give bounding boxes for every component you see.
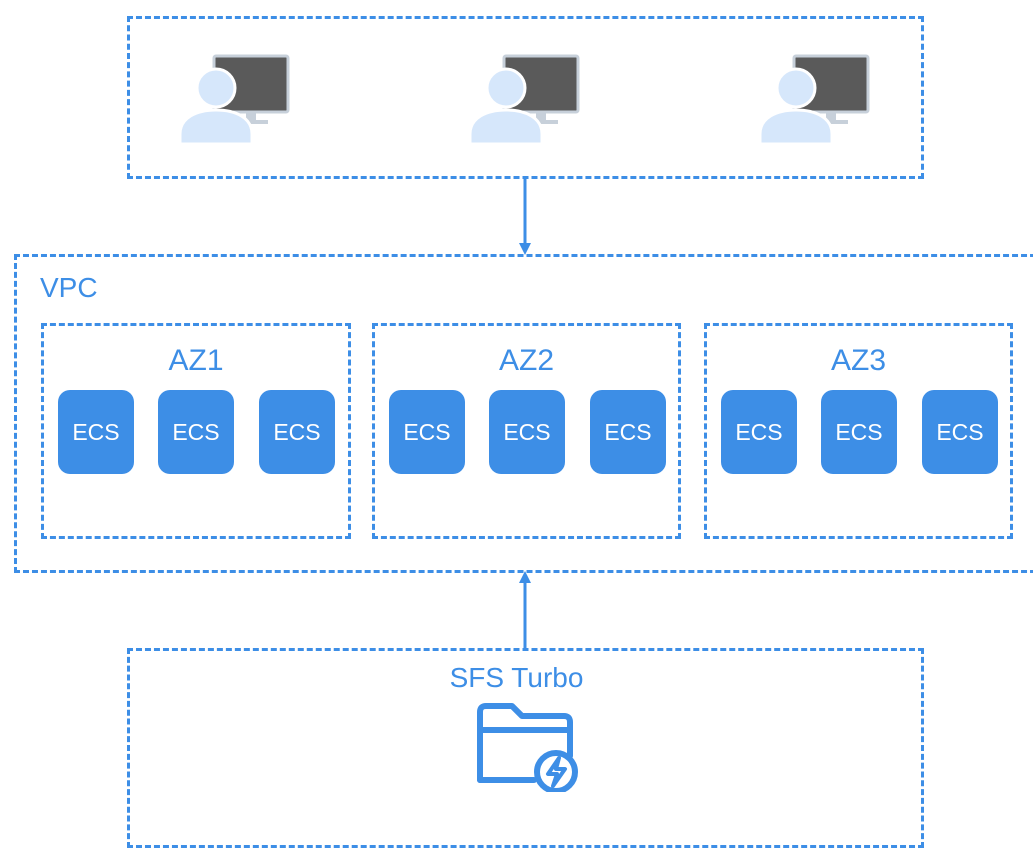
clients-to-vpc-arrow	[519, 179, 531, 255]
ecs-instance: ECS	[922, 390, 998, 474]
vpc-label: VPC	[40, 272, 98, 303]
ecs-instance: ECS	[259, 390, 335, 474]
ecs-instance: ECS	[389, 390, 465, 474]
ecs-instance: ECS	[158, 390, 234, 474]
storage-to-vpc-arrow	[519, 571, 531, 649]
clients-group	[127, 16, 924, 179]
user-computer-icon	[178, 54, 290, 146]
az-title: AZ2	[498, 344, 555, 377]
availability-zone-3: AZ3 ECS ECS ECS	[704, 323, 1013, 539]
ecs-instance: ECS	[590, 390, 666, 474]
ecs-instance: ECS	[58, 390, 134, 474]
folder-lightning-icon	[477, 703, 578, 792]
ecs-instance: ECS	[821, 390, 897, 474]
ecs-instance: ECS	[721, 390, 797, 474]
vpc-group	[14, 254, 1033, 573]
availability-zone-1: AZ1 ECS ECS ECS	[41, 323, 351, 539]
user-computer-icon	[758, 54, 870, 146]
storage-label: SFS Turbo	[449, 662, 584, 693]
az-title: AZ3	[830, 344, 887, 377]
availability-zone-2: AZ2 ECS ECS ECS	[372, 323, 681, 539]
ecs-instance: ECS	[489, 390, 565, 474]
user-computer-icon	[468, 54, 580, 146]
az-title: AZ1	[168, 344, 224, 377]
